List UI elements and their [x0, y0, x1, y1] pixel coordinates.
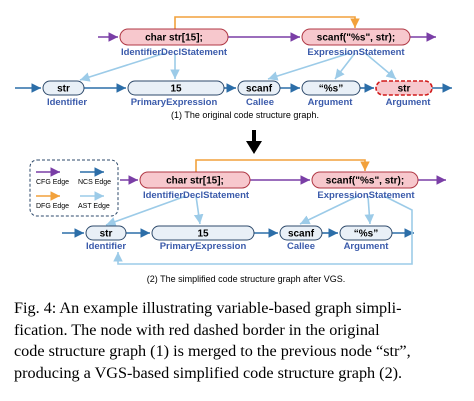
figure-diagram: char str[15]; IdentifierDeclStatement sc… — [15, 16, 452, 284]
ast-edge — [364, 52, 397, 80]
dfg-edge — [174, 16, 360, 30]
node-text: str — [398, 84, 411, 95]
ast-edge — [267, 52, 351, 81]
legend-ast: AST Edge — [78, 203, 110, 210]
caption-line: fication. The node with red dashed borde… — [14, 320, 380, 339]
legend-cfg: CFG Edge — [36, 179, 69, 186]
node-text: str — [57, 84, 70, 95]
node-label: IdentifierDeclStatement — [121, 47, 228, 58]
ast-node — [151, 225, 255, 241]
graph-1: char str[15]; IdentifierDeclStatement sc… — [15, 16, 452, 120]
merged-node — [375, 80, 433, 96]
node-label: Argument — [344, 241, 390, 252]
node-text: scanf — [288, 229, 315, 240]
ast-edge — [299, 195, 359, 225]
legend-box — [29, 159, 119, 217]
legend: CFG Edge NCS Edge DFG Edge AST Edge — [29, 159, 119, 217]
node-label: Argument — [386, 97, 432, 108]
node-label: ExpressionStatement — [317, 190, 415, 201]
node-text: scanf — [246, 84, 273, 95]
node-label: PrimaryExpression — [131, 97, 218, 108]
node-text: char str[15]; — [166, 176, 224, 187]
caption-line: producing a VGS-based simplified code st… — [14, 363, 403, 382]
ast-edge — [105, 195, 187, 227]
node-label: Identifier — [86, 241, 126, 252]
ast-node — [301, 80, 361, 96]
statement-node — [301, 28, 411, 46]
caption-line: Fig. 4: An example illustrating variable… — [14, 299, 402, 317]
merged-ast-edge — [113, 195, 413, 265]
ast-edge — [334, 52, 356, 80]
node-text: char str[15]; — [145, 33, 203, 44]
sub-caption: (1) The original code structure graph. — [171, 110, 319, 120]
ast-node — [42, 80, 85, 96]
ast-node — [127, 80, 225, 96]
node-label: Identifier — [47, 97, 87, 108]
node-text: 15 — [197, 229, 209, 240]
node-label: Callee — [287, 241, 315, 252]
graph-2: char str[15]; IdentifierDeclStatement sc… — [62, 159, 446, 284]
statement-node — [311, 171, 419, 189]
node-text: str — [100, 229, 113, 240]
node-label: Callee — [246, 97, 274, 108]
node-label: Argument — [308, 97, 354, 108]
node-text: “%s” — [319, 84, 343, 95]
legend-dfg: DFG Edge — [36, 203, 69, 210]
statement-node — [139, 171, 251, 189]
ast-edge — [364, 195, 375, 225]
ast-edge — [193, 195, 204, 225]
dfg-edge — [195, 159, 370, 173]
node-text: “%s” — [354, 229, 378, 240]
ast-node — [279, 225, 323, 241]
down-arrow-icon — [246, 130, 262, 154]
legend-ncs: NCS Edge — [78, 179, 111, 186]
node-text: scanf("%s", str); — [317, 33, 395, 44]
ast-node — [85, 225, 127, 241]
caption-line: code structure graph (1) is merged to th… — [14, 342, 411, 360]
ast-node — [237, 80, 281, 96]
statement-node — [119, 28, 229, 46]
node-label: IdentifierDeclStatement — [143, 190, 250, 201]
node-text: 15 — [170, 84, 182, 95]
node-text: scanf("%s", str); — [326, 176, 404, 187]
ast-edge — [79, 52, 166, 82]
node-label: PrimaryExpression — [160, 241, 247, 252]
sub-caption: (2) The simplified code structure graph … — [147, 274, 345, 284]
figure-caption: Fig. 4: An example illustrating variable… — [14, 298, 462, 384]
node-label: ExpressionStatement — [307, 47, 405, 58]
ast-node — [339, 225, 393, 241]
